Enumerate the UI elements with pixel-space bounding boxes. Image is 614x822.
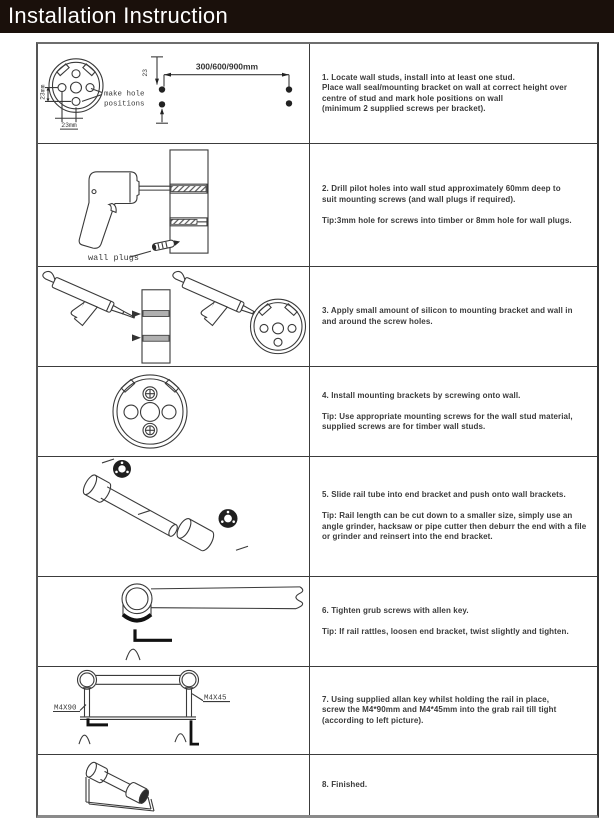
- step-4-diagram-cell: [38, 367, 310, 456]
- step-4-text-cell: 4. Install mounting brackets by screwing…: [310, 367, 597, 456]
- make-hole-label-line1: make hole: [104, 91, 144, 99]
- step-1-diagram: 23mm 23mm make hole positions 23 300/600…: [39, 56, 293, 130]
- wall-plugs-label: wall plugs: [88, 253, 139, 263]
- finished-rail-frame: [85, 777, 155, 812]
- grub-disc-top: [113, 459, 131, 478]
- step-2-text: 2. Drill pilot holes into wall stud appr…: [322, 184, 572, 225]
- rail-tube: [82, 474, 178, 537]
- step-5-text: 5. Slide rail tube into end bracket and …: [322, 490, 587, 542]
- screw-top: [142, 386, 158, 402]
- screw-position-dots: [46, 72, 293, 115]
- allen-key-left: [86, 718, 108, 727]
- dim-span-label: 300/600/900mm: [196, 62, 258, 72]
- rail-side-view: [53, 669, 230, 720]
- silicon-arrow-top: [132, 310, 141, 318]
- drill-trigger: [107, 202, 117, 214]
- screw-bottom: [142, 422, 158, 438]
- step-row-8: 8. Finished.: [38, 755, 597, 815]
- instruction-table: 23mm 23mm make hole positions 23 300/600…: [36, 42, 599, 818]
- step-7-diagram: M4X90 M4X45: [53, 669, 230, 746]
- step-7-text: 7. Using supplied allan key whilst holdi…: [322, 694, 557, 725]
- step-4-text: 4. Install mounting brackets by screwing…: [322, 390, 573, 432]
- wall-stud: [169, 149, 209, 254]
- step-8-text: 8. Finished.: [322, 779, 368, 789]
- step-6-diagram: [121, 583, 304, 661]
- drill-bit-in-wall: [170, 185, 207, 193]
- step-3-text: 3. Apply small amount of silicon to moun…: [322, 306, 573, 326]
- step-row-1: 23mm 23mm make hole positions 23 300/600…: [38, 44, 597, 144]
- step-8-diagram: [85, 761, 155, 812]
- step-row-2: wall plugs 2. Drill pilot holes into wal…: [38, 144, 597, 267]
- wall-plug-icon: [152, 239, 181, 251]
- step-6-diagram-cell: [38, 577, 310, 666]
- step-row-3: 3. Apply small amount of silicon to moun…: [38, 267, 597, 367]
- grub-disc-bottom: [218, 509, 238, 528]
- step-2-diagram-cell: wall plugs: [38, 144, 310, 266]
- allen-key: [133, 629, 172, 642]
- step-3-text-cell: 3. Apply small amount of silicon to moun…: [310, 267, 597, 366]
- silicon-arrow-bottom: [132, 334, 141, 342]
- dim-23mm-left-label: 23mm: [39, 84, 46, 100]
- step-2-diagram: wall plugs: [78, 149, 209, 263]
- step-8-diagram-cell: [38, 755, 310, 815]
- step-row-6: 6. Tighten grub screws with allen key. T…: [38, 577, 597, 667]
- step-7-diagram-cell: M4X90 M4X45: [38, 667, 310, 754]
- wall-plug-in-wall: [170, 218, 198, 225]
- dim-23mm-bottom-label: 23mm: [61, 122, 77, 129]
- step-4-diagram: [112, 374, 188, 449]
- caulk-gun-left: [38, 269, 139, 344]
- step-1-text: 1. Locate wall studs, install into at le…: [322, 72, 568, 114]
- dim-23-offset-label: 23: [142, 69, 149, 77]
- step-row-5: 5. Slide rail tube into end bracket and …: [38, 457, 597, 577]
- mounting-bracket-face: [249, 298, 307, 355]
- hand-arc-left: [78, 734, 91, 745]
- screw-right-label: M4X45: [204, 695, 226, 703]
- end-bracket-front: [121, 583, 153, 623]
- wall-block: [141, 289, 171, 364]
- hand-arc-right: [174, 733, 187, 743]
- step-5-diagram: [82, 458, 249, 552]
- step-row-4: 4. Install mounting brackets by screwing…: [38, 367, 597, 457]
- step-2-text-cell: 2. Drill pilot holes into wall stud appr…: [310, 144, 597, 266]
- end-bracket: [176, 518, 215, 552]
- finished-rail-tube: [85, 761, 150, 804]
- step-5-diagram-cell: [38, 457, 310, 576]
- step-6-text: 6. Tighten grub screws with allen key. T…: [322, 605, 569, 636]
- drill-body: [78, 171, 140, 249]
- allen-key-right: [189, 720, 199, 746]
- motion-dashes: [101, 458, 249, 551]
- rail-with-break: [150, 586, 304, 610]
- mounting-bracket-screwed: [112, 374, 188, 449]
- step-8-text-cell: 8. Finished.: [310, 755, 597, 815]
- step-7-text-cell: 7. Using supplied allan key whilst holdi…: [310, 667, 597, 754]
- screw-left-label: M4X90: [54, 705, 76, 713]
- make-hole-label-line2: positions: [104, 100, 144, 108]
- step-row-7: M4X90 M4X45 7. Using supplied allan key …: [38, 667, 597, 755]
- step-5-text-cell: 5. Slide rail tube into end bracket and …: [310, 457, 597, 576]
- step-3-diagram-cell: [38, 267, 310, 366]
- page-title: Installation Instruction: [0, 0, 614, 33]
- hand-arc: [125, 648, 141, 661]
- step-1-text-cell: 1. Locate wall studs, install into at le…: [310, 44, 597, 143]
- step-6-text-cell: 6. Tighten grub screws with allen key. T…: [310, 577, 597, 666]
- step-3-diagram: [38, 269, 307, 364]
- step-1-diagram-cell: 23mm 23mm make hole positions 23 300/600…: [38, 44, 310, 143]
